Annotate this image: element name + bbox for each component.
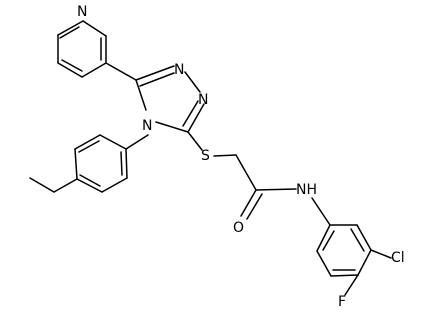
- bond: [57, 20, 84, 36]
- bond: [184, 71, 201, 93]
- oxygen-label: O: [233, 220, 244, 236]
- bond: [29, 177, 55, 193]
- chlorine-label: Cl: [391, 250, 405, 266]
- triazole-nitrogen-1-label: N: [174, 62, 184, 78]
- bond: [57, 62, 83, 78]
- bond: [330, 274, 359, 277]
- bond: [255, 188, 297, 191]
- fluorine-label: F: [338, 294, 346, 310]
- triazole-nitrogen-2-label: N: [198, 92, 208, 108]
- bond: [344, 274, 359, 296]
- amide-nh-label: NH: [296, 182, 317, 198]
- sulfur-label: S: [201, 148, 210, 164]
- bond: [155, 121, 189, 133]
- bond: [125, 134, 149, 150]
- bond: [76, 178, 103, 193]
- bond: [370, 249, 392, 259]
- bond: [235, 154, 257, 191]
- triazole-ring: [135, 65, 205, 133]
- bond: [316, 250, 332, 277]
- bond: [240, 189, 257, 217]
- bond: [82, 20, 107, 37]
- bond: [350, 228, 365, 252]
- bond: [187, 131, 203, 151]
- bond: [101, 177, 128, 193]
- bond: [316, 224, 331, 252]
- bond: [135, 65, 175, 81]
- triazole-nitrogen-4-label: N: [142, 118, 152, 134]
- bond: [59, 26, 80, 39]
- bond: [213, 154, 237, 157]
- bond: [322, 230, 335, 251]
- bond: [74, 148, 78, 180]
- bond: [356, 224, 372, 251]
- ethylphenyl-ring: [74, 134, 128, 193]
- bond: [187, 103, 205, 133]
- chlorofluorophenyl-ring: [316, 224, 372, 277]
- bond: [78, 140, 100, 153]
- bond: [139, 72, 175, 87]
- bond: [120, 151, 123, 176]
- pyridine-nitrogen-label: N: [77, 4, 87, 20]
- bond: [61, 59, 83, 72]
- bond: [182, 100, 199, 127]
- bond: [53, 178, 78, 193]
- pyridine-ring: [57, 20, 107, 78]
- bond: [125, 148, 128, 179]
- bond: [99, 134, 127, 150]
- bond: [79, 174, 101, 187]
- bond: [246, 193, 263, 220]
- bond: [135, 79, 147, 111]
- bond: [311, 197, 331, 226]
- bond: [81, 62, 107, 78]
- bond: [105, 62, 137, 81]
- bond: [74, 134, 101, 150]
- bond: [357, 249, 372, 276]
